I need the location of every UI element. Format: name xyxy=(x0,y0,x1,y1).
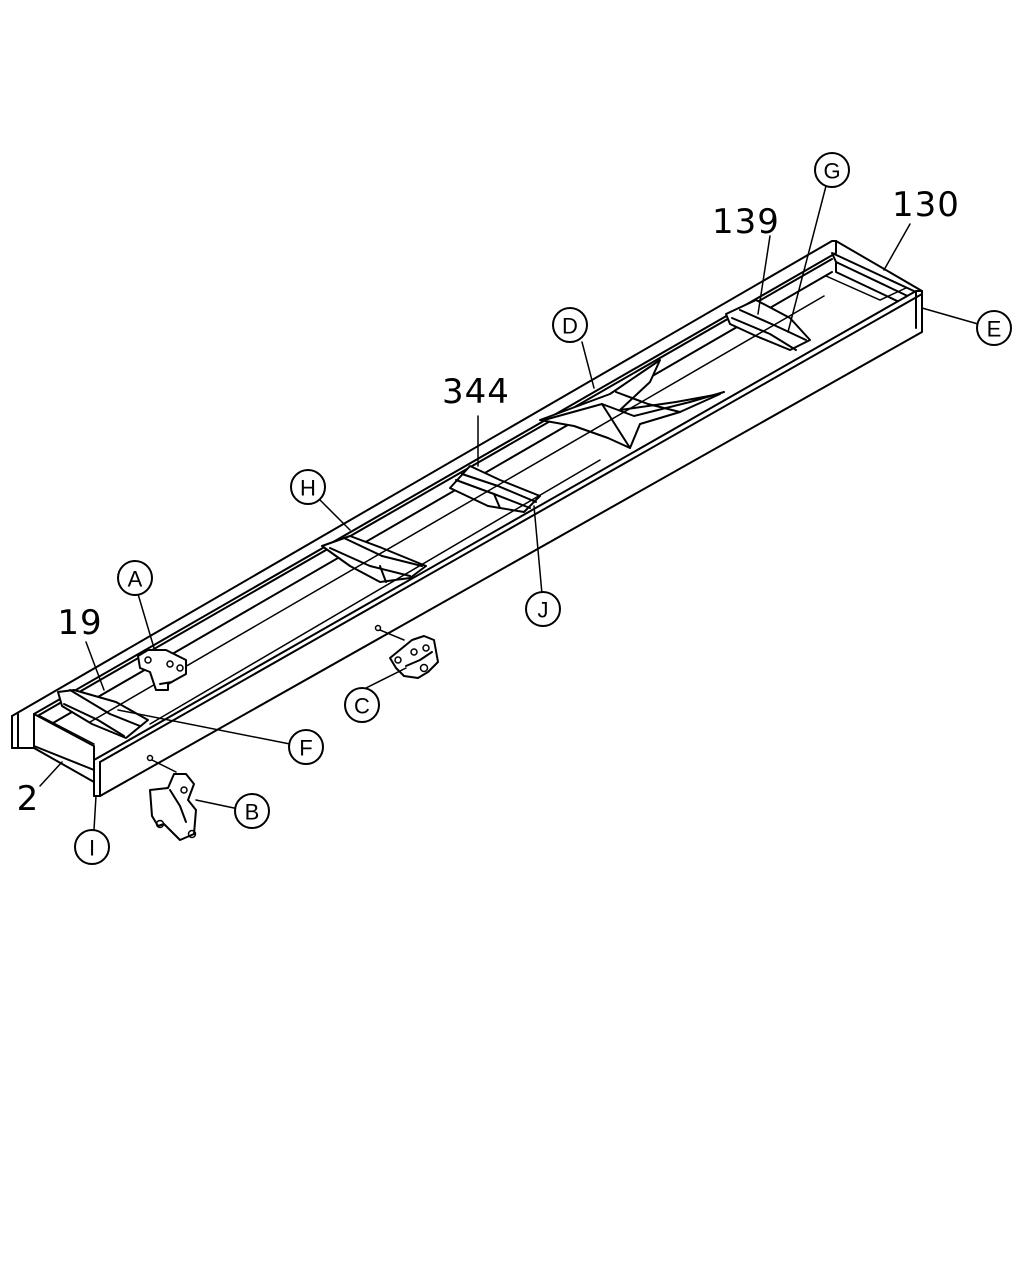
callout-j-label: J xyxy=(538,598,549,623)
rear-cross-member xyxy=(33,713,95,783)
part-number-130: 130 xyxy=(892,185,960,225)
callout-c-label: C xyxy=(354,694,370,719)
callout-h: H xyxy=(290,469,326,505)
callout-j: J xyxy=(525,591,561,627)
near-side-rail xyxy=(93,290,923,797)
callout-f-label: F xyxy=(299,736,312,761)
callout-b: B xyxy=(234,793,270,829)
part-number-2: 2 xyxy=(17,779,40,819)
callout-g-label: G xyxy=(823,159,840,184)
callout-i: I xyxy=(74,829,110,865)
callout-d: D xyxy=(552,307,588,343)
callout-a: A xyxy=(117,560,153,596)
part-number-19: 19 xyxy=(57,603,102,643)
leader-lines xyxy=(39,185,979,831)
mounting-hole-mid xyxy=(374,624,382,632)
bracket-a xyxy=(137,649,187,691)
callout-d-label: D xyxy=(562,314,578,339)
inner-frame-lines xyxy=(89,295,825,725)
callout-f: F xyxy=(288,729,324,765)
mounting-hole-rear xyxy=(146,754,154,762)
callout-a-label: A xyxy=(128,567,143,592)
callout-g: G xyxy=(814,152,850,188)
chassis-frame xyxy=(11,240,923,797)
callout-b-label: B xyxy=(245,800,260,825)
part-number-344: 344 xyxy=(442,372,510,412)
bracket-b xyxy=(149,773,197,841)
callout-c: C xyxy=(344,687,380,723)
front-cross-member xyxy=(825,240,923,309)
part-number-139: 139 xyxy=(712,202,780,242)
callout-e-label: E xyxy=(987,317,1002,342)
callout-h-label: H xyxy=(300,476,316,501)
bracket-c xyxy=(389,635,439,679)
callout-i-label: I xyxy=(89,836,95,861)
callout-e: E xyxy=(976,310,1012,346)
